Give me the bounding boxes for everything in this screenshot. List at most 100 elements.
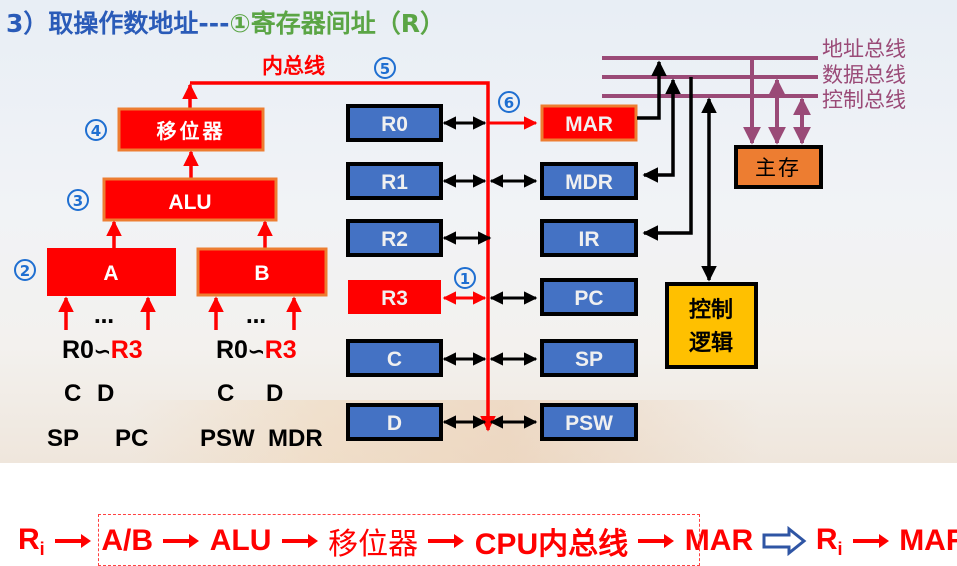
a-src-sp: SP [47, 425, 79, 452]
shifter-box: 移位器 [117, 107, 265, 152]
formula-r: R [18, 522, 40, 556]
internal-bus-label: 内总线 [262, 53, 325, 78]
a-src-d: D [97, 380, 114, 407]
register-c-label: C [387, 348, 402, 371]
svg-text:2: 2 [20, 262, 30, 280]
control-bus-label: 控制总线 [822, 88, 906, 112]
svg-text:3: 3 [73, 192, 83, 210]
right-register-column: MAR MDR IR PC SP PSW [540, 104, 638, 441]
register-a-label: A [103, 262, 118, 285]
arrow-right-icon [163, 534, 200, 548]
svg-text:5: 5 [380, 60, 390, 78]
register-psw-box: PSW [540, 403, 638, 441]
b-sources-dots: … [246, 304, 266, 328]
register-d-box: D [346, 403, 443, 441]
svg-text:1: 1 [460, 270, 470, 288]
step-2-marker: 2 [14, 259, 36, 281]
internal-bus-line [190, 81, 496, 432]
register-mdr-box: MDR [540, 162, 638, 200]
step-5-marker: 5 [374, 57, 396, 79]
slide-title: 3）取操作数地址---①寄存器间址（R） [6, 4, 445, 40]
data-bus-label: 数据总线 [822, 63, 906, 87]
b-src-psw: PSW [200, 425, 255, 452]
alu-label: ALU [168, 191, 211, 214]
register-r0-box: R0 [346, 104, 443, 142]
register-d-label: D [387, 412, 402, 435]
formula-ri: Ri [18, 523, 45, 560]
arrow-right-icon [428, 534, 465, 548]
title-prefix: 3）取操作数地址--- [6, 9, 230, 38]
data-bus-to-ir [642, 77, 693, 241]
main-memory-box: 主存 [734, 145, 823, 189]
svg-text:6: 6 [504, 94, 514, 112]
formula-result-mar: MAR [899, 524, 957, 557]
formula-shifter: 移位器 [328, 527, 419, 562]
data-bus-to-mdr [642, 78, 681, 183]
b-src-tilde: ∽ [248, 341, 265, 363]
alu-box: ALU [102, 177, 278, 222]
formula-ab: A/B [101, 524, 154, 557]
register-mdr-label: MDR [565, 171, 613, 194]
address-bus-label: 地址总线 [822, 37, 906, 61]
register-sp-label: SP [575, 348, 603, 371]
register-psw-label: PSW [565, 412, 613, 435]
mar-to-address-bus [637, 60, 667, 120]
control-logic-line1: 控制 [689, 297, 733, 323]
register-pc-label: PC [574, 287, 603, 310]
a-src-r0: R0 [62, 336, 94, 364]
step-3-marker: 3 [67, 189, 89, 211]
b-src-r3: R3 [265, 336, 297, 364]
formula-result-i: i [837, 538, 843, 559]
a-sources-dots: … [94, 304, 114, 328]
addressing-formula: Ri A/B ALU 移位器 CPU内总线 MAR Ri MAR [18, 514, 957, 566]
arrow-right-icon [852, 534, 889, 548]
register-r1-label: R1 [381, 171, 408, 194]
register-r2-label: R2 [381, 228, 408, 251]
a-src-r3: R3 [111, 336, 143, 364]
background-building [130, 400, 760, 463]
register-r3-label: R3 [381, 287, 408, 310]
b-src-mdr: MDR [268, 425, 323, 452]
formula-result-r: R [815, 522, 838, 556]
b-sources-range: R0∽R3 [216, 336, 297, 364]
b-src-c: C [217, 380, 234, 407]
main-memory-label: 主存 [755, 156, 801, 180]
register-r3-box: R3 [348, 280, 441, 314]
control-logic-box: 控制 逻辑 [665, 282, 758, 369]
formula-mar: MAR [684, 524, 754, 557]
a-src-pc: PC [115, 425, 148, 452]
register-mar-box: MAR [540, 104, 638, 142]
step-6-marker: 6 [498, 91, 520, 113]
register-ir-label: IR [579, 228, 600, 251]
step-4-marker: 4 [85, 119, 107, 141]
hollow-arrow-right-icon [762, 526, 807, 556]
formula-i: i [39, 538, 45, 559]
register-r0-label: R0 [381, 113, 408, 136]
title-suffix: ①寄存器间址（R） [229, 9, 445, 38]
register-a-box: A [47, 248, 176, 296]
arrow-right-icon [55, 534, 92, 548]
formula-alu: ALU [209, 524, 272, 557]
register-b-label: B [254, 262, 269, 285]
register-pc-box: PC [540, 278, 638, 316]
register-c-box: C [346, 339, 443, 377]
a-src-c: C [64, 380, 81, 407]
b-src-r0: R0 [216, 336, 248, 364]
register-r2-box: R2 [346, 219, 443, 257]
a-src-tilde: ∽ [94, 341, 111, 363]
formula-cpu-bus: CPU内总线 [474, 528, 629, 561]
register-ir-box: IR [540, 219, 638, 257]
register-r1-box: R1 [346, 162, 443, 200]
a-sources-range: R0∽R3 [62, 336, 143, 364]
shifter-label: 移位器 [157, 119, 226, 143]
register-mar-label: MAR [565, 113, 613, 136]
register-sp-box: SP [540, 339, 638, 377]
arrow-right-icon [638, 534, 675, 548]
svg-text:4: 4 [91, 122, 101, 140]
control-logic-line2: 逻辑 [689, 330, 733, 356]
arrow-right-icon [281, 534, 318, 548]
register-b-box: B [196, 247, 328, 297]
b-src-d: D [266, 380, 283, 407]
